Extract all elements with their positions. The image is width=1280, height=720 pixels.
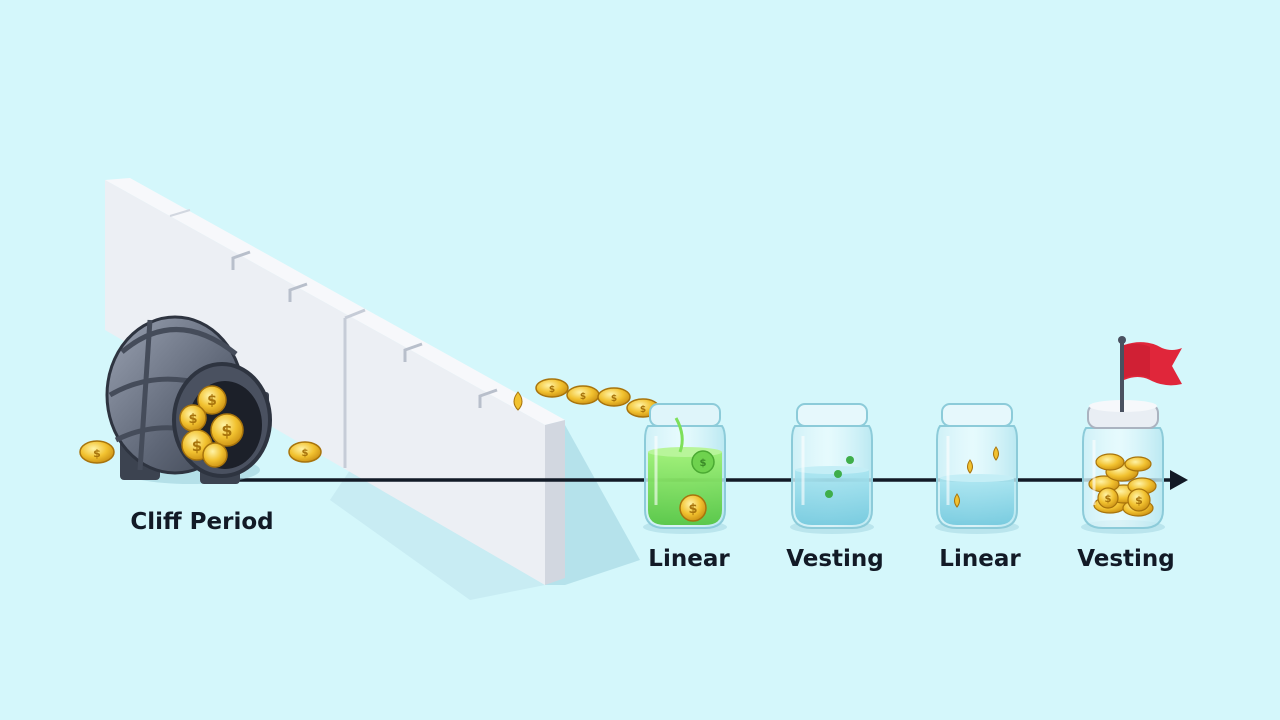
coin-icon: $ — [179, 404, 207, 432]
svg-text:$: $ — [1135, 494, 1143, 507]
coin-stream: $ $ $ $ — [513, 378, 660, 418]
svg-text:$: $ — [640, 405, 646, 415]
svg-text:$: $ — [188, 412, 197, 427]
coin-icon: $ — [210, 413, 244, 447]
svg-text:$: $ — [549, 385, 555, 395]
stage-label-vesting-2: Vesting — [1077, 546, 1175, 572]
svg-text:$: $ — [688, 502, 697, 517]
coin-icon: $ — [679, 494, 707, 522]
glass-jar-icon — [790, 403, 874, 534]
coin-icon: $ — [566, 385, 600, 405]
stage-label-linear-1: Linear — [648, 546, 730, 572]
cliff-wall — [105, 178, 565, 585]
svg-text:$: $ — [611, 394, 617, 404]
svg-text:$: $ — [580, 392, 586, 402]
glass-jar-icon: $ $ — [643, 403, 727, 534]
cliff-period-label: Cliff Period — [130, 509, 274, 535]
wall-shadow — [330, 425, 640, 600]
vault-coins: $ $ $ $ — [179, 385, 244, 468]
svg-text:$: $ — [221, 421, 232, 440]
coin-icon: $ — [197, 385, 227, 415]
stage-label-vesting-1: Vesting — [786, 546, 884, 572]
coin-icon — [202, 442, 228, 468]
svg-text:$: $ — [1105, 494, 1112, 505]
coin-drop-icon — [513, 391, 523, 411]
coin-icon: $ — [79, 440, 115, 464]
stage-label-linear-2: Linear — [939, 546, 1021, 572]
glass-jar-icon — [935, 403, 1019, 534]
svg-text:$: $ — [302, 448, 309, 459]
coin-icon: $ — [288, 441, 322, 463]
flag-icon — [1118, 336, 1182, 412]
svg-text:$: $ — [192, 437, 202, 455]
svg-text:$: $ — [207, 393, 217, 409]
svg-text:$: $ — [700, 458, 707, 469]
glass-jar-icon: $ $ — [1081, 400, 1165, 534]
jar-coin-pile: $ $ — [1088, 453, 1157, 517]
svg-text:$: $ — [93, 447, 101, 460]
coin-icon: $ — [597, 387, 631, 407]
coin-icon: $ — [535, 378, 569, 398]
